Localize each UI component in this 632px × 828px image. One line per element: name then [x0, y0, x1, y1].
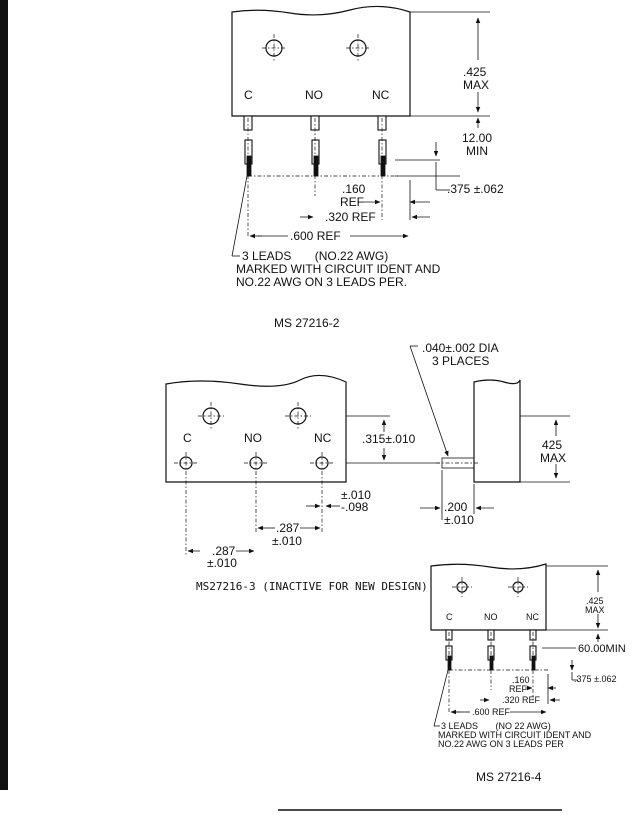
figure-caption: MS 27216-2	[274, 316, 340, 330]
mounting-hole	[285, 402, 311, 430]
dim-200: .200	[444, 500, 468, 514]
dim-1200: 12.00	[462, 131, 492, 145]
terminal-label-no: NO	[484, 612, 498, 622]
switch-body-front	[165, 374, 347, 483]
switch-body	[430, 563, 547, 631]
figure-ms27216-4: C NO NC .425 MAX 60.00MIN	[430, 563, 626, 784]
dim-425: .425	[586, 596, 604, 606]
lead-note-line1: 3 LEADS (NO 22 AWG)	[441, 721, 551, 731]
dim-160: .160	[342, 182, 366, 196]
dim-160-ref: REF	[340, 195, 364, 209]
dim-200-tol: ±.010	[444, 513, 474, 527]
tol-098: -.098	[341, 500, 369, 514]
dim-160: .160	[512, 675, 530, 685]
mounting-hole	[508, 577, 528, 597]
terminal-hole-no	[244, 452, 268, 532]
dim-6000-min: 60.00MIN	[578, 643, 626, 655]
terminal-label-no: NO	[305, 88, 323, 102]
dim-425-side: 425	[542, 438, 562, 452]
dim-375: .375 ±.062	[574, 674, 616, 684]
dim-375: .375 ±.062	[447, 182, 504, 196]
lead-note-line1: 3 LEADS (NO.22 AWG)	[242, 249, 388, 263]
figure-caption: MS 27216-4	[476, 770, 542, 784]
terminal-label-c: C	[446, 612, 453, 622]
dim-600-ref: .600 REF	[290, 229, 341, 243]
terminal-label-nc: NC	[526, 612, 539, 622]
dim-315: .315±.010	[362, 432, 416, 446]
dim-600-ref: .600 REF	[472, 707, 511, 717]
dim-425: .425	[463, 65, 487, 79]
mounting-hole	[262, 34, 286, 62]
dim-287-a-tol: ±.010	[272, 534, 302, 548]
dia-note-line2: 3 PLACES	[432, 354, 489, 368]
dim-160-ref: REF	[509, 684, 528, 694]
lead-note-line3: NO.22 AWG ON 3 LEADS PER	[438, 739, 564, 749]
scan-edge-bar	[0, 0, 8, 790]
dim-287-b: .287	[212, 544, 236, 558]
terminal-label-c: C	[244, 88, 253, 102]
dim-425-max: MAX	[585, 605, 605, 615]
lead-note-line2: MARKED WITH CIRCUIT IDENT AND	[438, 730, 592, 740]
figure-caption: MS27216-3 (INACTIVE FOR NEW DESIGN)	[196, 580, 428, 593]
mounting-hole	[346, 34, 370, 62]
terminal-hole-nc	[310, 452, 334, 532]
figure-ms27216-3: C NO NC .315±.010 4	[165, 341, 570, 593]
switch-body-side	[473, 379, 521, 483]
tol-010: ±.010	[341, 488, 371, 502]
dim-320-ref: .320 REF	[502, 695, 541, 705]
dim-320-ref: .320 REF	[325, 210, 376, 224]
terminal-label-nc: NC	[372, 88, 390, 102]
dim-287-b-tol: ±.010	[207, 556, 237, 570]
dia-note-line1: .040±.002 DIA	[422, 341, 499, 355]
terminal-label-no: NO	[244, 431, 262, 445]
dim-425-max: MAX	[463, 78, 489, 92]
dim-287-a: .287	[276, 521, 300, 535]
mounting-hole	[452, 577, 472, 597]
lead-note-line3: NO.22 AWG ON 3 LEADS PER.	[236, 275, 407, 289]
lead-note-line2: MARKED WITH CIRCUIT IDENT AND	[236, 262, 441, 276]
dim-1200-min: MIN	[466, 144, 488, 158]
switch-body	[231, 5, 411, 117]
terminal-label-nc: NC	[314, 431, 332, 445]
mounting-hole	[198, 402, 224, 430]
terminal-hole-c	[174, 452, 198, 555]
terminal-label-c: C	[183, 431, 192, 445]
figure-ms27216-2: C NO NC .425 MAX	[231, 5, 504, 330]
lead-c	[243, 115, 253, 177]
dim-425-side-max: MAX	[540, 451, 566, 465]
